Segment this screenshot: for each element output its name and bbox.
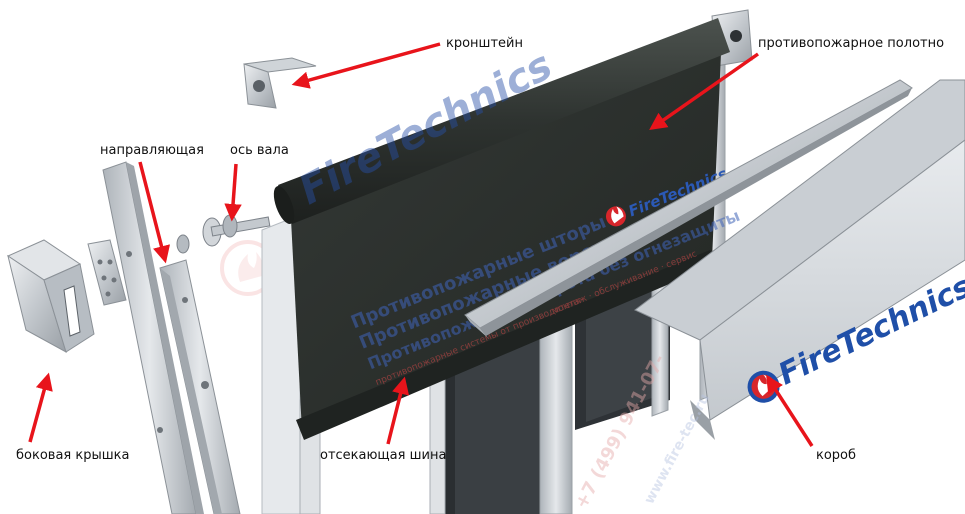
shaft-axis-part [176,214,271,254]
arrow-shaft-axis [224,163,242,222]
label-guide: направляющая [100,143,204,158]
label-fire-curtain: противопожарное полотно [758,36,945,51]
arrow-cutoff-bar [386,376,410,445]
callout-arrows [28,42,814,447]
mounting-plate [87,239,127,306]
arrow-bracket [291,42,441,89]
top-rail-profile [464,79,913,338]
arrow-fire-curtain [649,52,760,131]
label-cutoff-bar: отсекающая шина [320,448,447,463]
label-side-cover: боковая крышка [16,448,130,463]
label-bracket: кронштейн [446,36,523,51]
guide-rail [102,161,241,514]
bracket-part [243,57,317,109]
arrow-side-cover [28,372,53,443]
label-housing: короб [816,448,857,463]
housing-box: FireTechnics [634,79,965,440]
arrow-guide [138,161,171,264]
arrow-housing [766,375,814,447]
label-shaft-axis: ось вала [230,143,289,158]
side-cover-part [6,239,95,354]
